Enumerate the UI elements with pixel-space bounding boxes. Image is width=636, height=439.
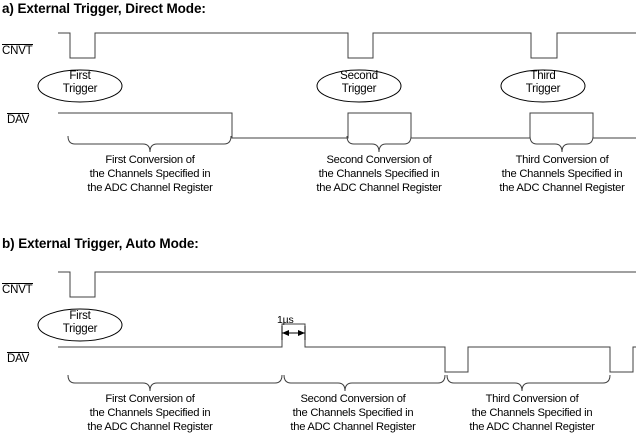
conversion-line1: First Conversion of [105,154,195,166]
signal-label-cnvt-b: CNVT [2,283,33,296]
conversion-line2: the Channels Specified in [89,407,211,420]
conversion-caption-second-b: Second Conversion of the Channels Specif… [249,392,457,435]
conversion-line3: the ADC Channel Register [499,182,625,195]
trigger-label-line2: Trigger [62,82,98,95]
conversion-line3: the ADC Channel Register [290,421,416,434]
trigger-label-line1: Third [530,70,556,82]
waveform-cnvt-a [58,32,636,59]
brace-first-b [67,374,283,392]
trigger-label-line1: First [69,70,91,82]
conversion-line2: the Channels Specified in [318,168,440,181]
conversion-line3: the ADC Channel Register [316,182,442,195]
conversion-line1: First Conversion of [105,393,195,405]
trigger-label-first-b: First Trigger [38,310,122,335]
brace-third-b [446,374,611,392]
conversion-caption-third-a: Third Conversion of the Channels Specifi… [458,153,636,196]
brace-third-a [529,135,594,153]
waveform-cnvt-b [58,271,636,298]
brace-second-a [346,135,412,153]
brace-second-b [283,374,446,392]
signal-label-cnvt-b-text: CNVT [2,283,33,296]
signal-label-dav-a: DAV [7,113,29,126]
pulse-width-label: 1µs [277,314,294,326]
signal-label-dav-b: DAV [7,352,29,365]
trigger-label-third-a: Third Trigger [501,70,585,95]
trigger-label-line2: Trigger [341,82,377,95]
trigger-label-line1: First [69,310,91,322]
conversion-caption-third-b: Third Conversion of the Channels Specifi… [428,392,636,435]
conversion-line1: Second Conversion of [300,393,406,405]
pulse-width-arrowhead-left [282,330,289,336]
signal-label-dav-b-text: DAV [7,352,30,365]
trigger-label-first-a: First Trigger [38,70,122,95]
signal-label-dav-a-text: DAV [7,113,30,126]
conversion-line3: the ADC Channel Register [87,182,213,195]
trigger-label-line2: Trigger [525,82,561,95]
waveform-dav-b [58,323,636,373]
conversion-line2: the Channels Specified in [501,168,623,181]
pulse-width-arrowhead-right [298,330,305,336]
signal-label-cnvt-a: CNVT [2,44,33,57]
conversion-line3: the ADC Channel Register [87,421,213,434]
section-a-title: a) External Trigger, Direct Mode: [2,1,206,16]
conversion-line2: the Channels Specified in [89,168,211,181]
conversion-line3: the ADC Channel Register [469,421,595,434]
conversion-line1: Third Conversion of [485,393,579,405]
section-b-title: b) External Trigger, Auto Mode: [2,236,199,251]
trigger-label-line1: Second [340,70,378,82]
signal-label-cnvt-a-text: CNVT [2,44,33,57]
conversion-line2: the Channels Specified in [292,407,414,420]
conversion-line1: Second Conversion of [326,154,432,166]
conversion-caption-second-a: Second Conversion of the Channels Specif… [275,153,483,196]
conversion-line2: the Channels Specified in [471,407,593,420]
trigger-label-second-a: Second Trigger [317,70,401,95]
conversion-line1: Third Conversion of [515,154,609,166]
conversion-caption-first-a: First Conversion of the Channels Specifi… [46,153,254,196]
brace-first-a [67,135,232,153]
waveform-dav-a [58,112,636,139]
conversion-caption-first-b: First Conversion of the Channels Specifi… [46,392,254,435]
trigger-label-line2: Trigger [62,322,98,335]
